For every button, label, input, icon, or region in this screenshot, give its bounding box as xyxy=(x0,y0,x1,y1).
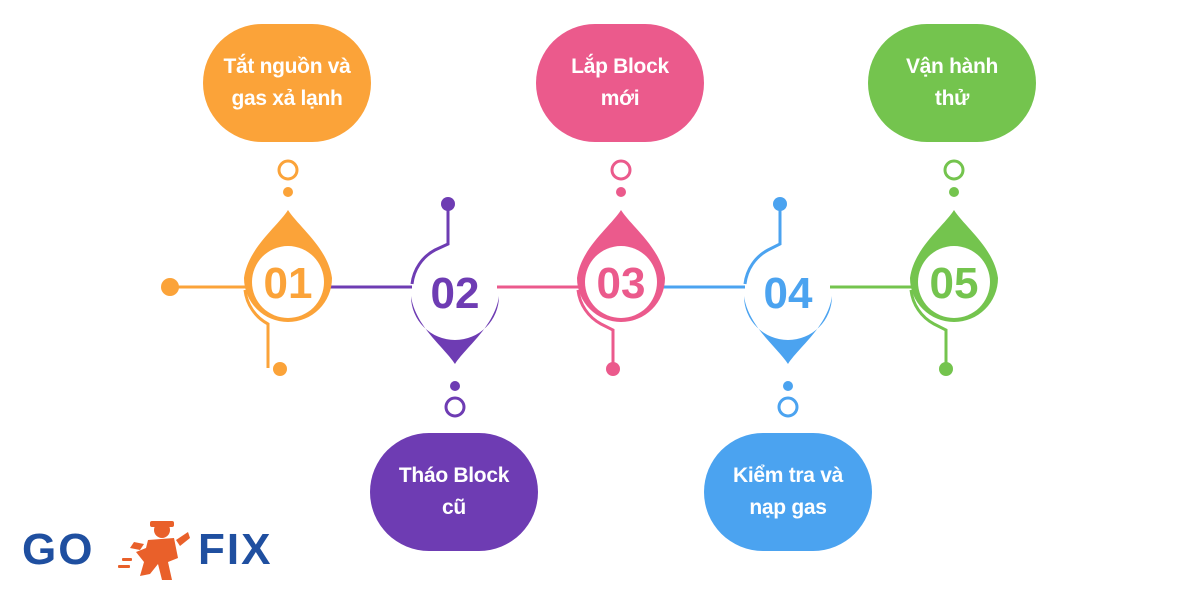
step-label-05: Vận hành thử xyxy=(868,24,1036,142)
logo-text-right: FIX xyxy=(198,525,272,574)
step-label-04: Kiểm tra và nạp gas xyxy=(704,433,872,551)
step-label-01: Tắt nguồn và gas xả lạnh xyxy=(203,24,371,142)
step-marker-03: 03 xyxy=(576,159,665,376)
step-label-05-line1: Vận hành xyxy=(905,55,999,78)
step-label-01-line1: Tắt nguồn và xyxy=(223,55,351,78)
step-label-01-line2: gas xả lạnh xyxy=(231,87,343,110)
gofix-logo: GO FIX xyxy=(22,521,272,580)
step-label-03: Lắp Block mới xyxy=(536,24,704,142)
step-label-03-line2: mới xyxy=(600,87,640,110)
step-label-02-line2: cũ xyxy=(442,496,466,519)
step-label-04-line2: nạp gas xyxy=(749,496,827,519)
step-marker-04: 04 xyxy=(743,197,832,418)
step-label-05-line2: thử xyxy=(934,87,970,110)
step-number-02: 02 xyxy=(431,269,480,318)
logo-text-left: GO xyxy=(22,525,94,574)
step-label-02: Tháo Block cũ xyxy=(370,433,538,551)
step-label-03-line1: Lắp Block xyxy=(571,55,669,78)
step-marker-02: 02 xyxy=(410,197,499,418)
step-number-04: 04 xyxy=(764,269,813,318)
mascot-icon xyxy=(118,521,190,580)
step-label-04-line1: Kiểm tra và xyxy=(733,464,843,487)
step-marker-01: 01 xyxy=(243,159,332,376)
step-number-01: 01 xyxy=(264,259,313,308)
start-dot xyxy=(161,278,179,296)
step-number-05: 05 xyxy=(930,259,979,308)
step-marker-05: 05 xyxy=(909,159,998,376)
step-label-02-line1: Tháo Block xyxy=(398,464,510,487)
step-number-03: 03 xyxy=(597,259,646,308)
